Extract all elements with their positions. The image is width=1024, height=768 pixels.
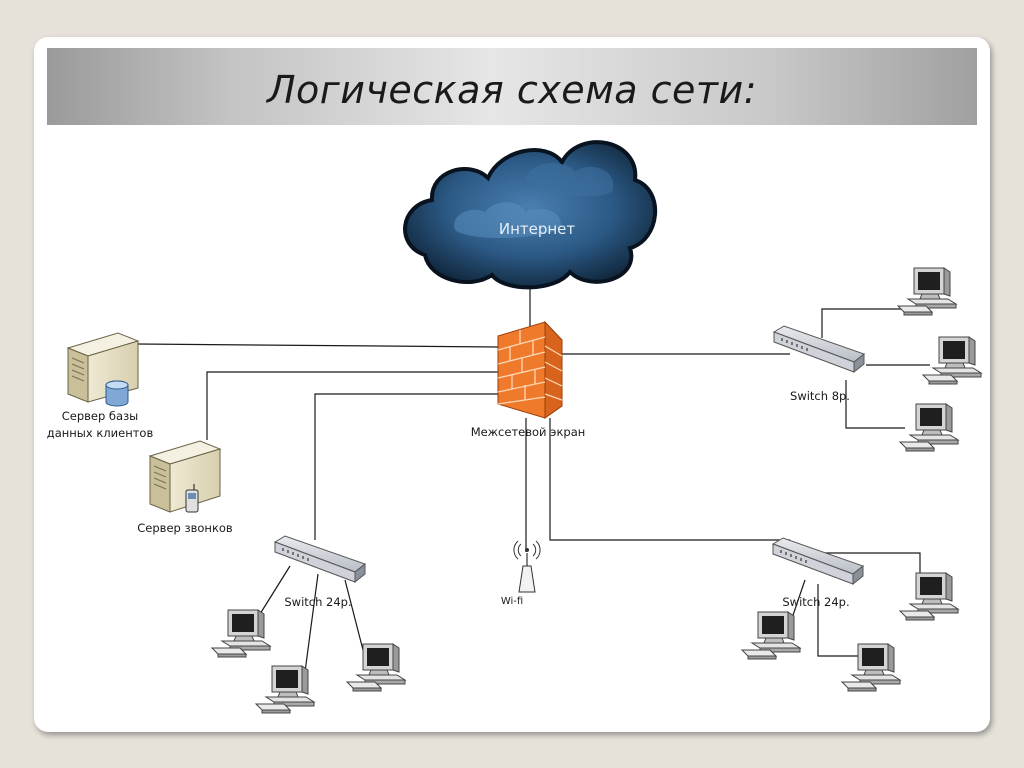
pc-icon	[841, 643, 901, 692]
internet-label: Интернет	[499, 220, 576, 238]
pc-icon	[211, 609, 271, 658]
connection-lines	[137, 278, 930, 673]
switch-24-left-label: Switch 24p.	[284, 595, 351, 609]
switch-24-left-icon	[274, 535, 366, 583]
pc-icon	[897, 267, 957, 316]
pc-icon	[255, 665, 315, 714]
call-server-icon	[148, 440, 222, 513]
firewall-icon	[497, 320, 563, 419]
call-server-label: Сервер звонков	[137, 521, 233, 535]
firewall-label: Межсетевой экран	[471, 425, 586, 439]
switch-8-icon	[773, 325, 865, 373]
wifi-label: Wi-fi	[501, 596, 523, 607]
pc-icon	[922, 336, 982, 385]
switch-8-label: Switch 8p.	[790, 389, 850, 403]
pc-icon	[346, 643, 406, 692]
internet-cloud: Интернет	[403, 140, 658, 290]
wifi-icon	[513, 540, 541, 593]
switch-24-right-label: Switch 24p.	[782, 595, 849, 609]
pc-icon	[899, 403, 959, 452]
pc-icon	[741, 611, 801, 660]
pc-icon	[899, 572, 959, 621]
title-bar	[47, 48, 977, 125]
db-server-icon	[66, 332, 140, 407]
switch-24-right-icon	[772, 537, 864, 585]
db-server-label-line2: данных клиентов	[47, 426, 154, 440]
db-server-label-line1: Сервер базы	[62, 409, 139, 423]
page-title: Логическая схема сети:	[266, 68, 758, 112]
